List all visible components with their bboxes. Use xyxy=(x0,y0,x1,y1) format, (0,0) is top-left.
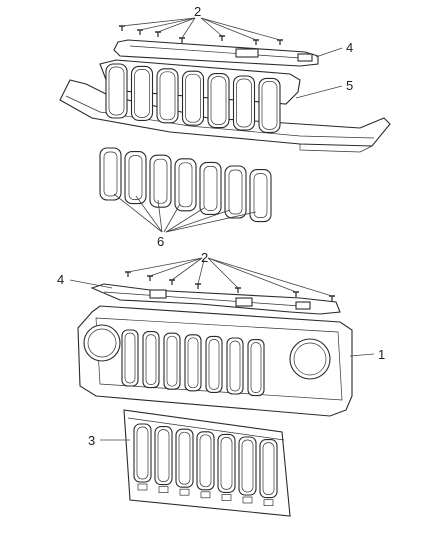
callout-bottom-insert: 3 xyxy=(88,433,95,448)
bezel-ring-4 xyxy=(199,161,222,215)
insert-tab-1 xyxy=(158,486,169,493)
bezel-ring-5 xyxy=(224,165,247,219)
insert-slot-2 xyxy=(175,428,194,488)
clip-bottom-1 xyxy=(147,275,153,281)
insert-slot-5 xyxy=(238,436,257,496)
bezel-ring-6 xyxy=(249,169,272,223)
insert-tab-5 xyxy=(242,496,253,504)
bezel-ring-2 xyxy=(149,154,172,208)
insert-slot-3 xyxy=(196,431,215,491)
grille-slot-4 xyxy=(205,335,223,393)
upper-bracket-bottom xyxy=(90,283,341,315)
callout-bottom-clips: 2 xyxy=(201,250,208,265)
grille-slot-1 xyxy=(142,331,160,389)
clip-bottom-3 xyxy=(195,283,201,289)
callout-bottom-grille: 1 xyxy=(378,347,385,362)
slot-bezel-rings xyxy=(99,147,272,223)
fascia-slot-5 xyxy=(232,75,256,131)
bezel-ring-1 xyxy=(124,151,147,205)
clip-top-0 xyxy=(119,25,125,31)
callout-top-bracket: 4 xyxy=(346,40,353,55)
clip-bottom-5 xyxy=(293,291,299,297)
callout-top-fascia: 5 xyxy=(346,78,353,93)
callout-bottom-bracket: 4 xyxy=(57,272,64,287)
grille-slots xyxy=(121,329,265,397)
clip-top-6 xyxy=(277,39,283,45)
clip-top-5 xyxy=(253,39,259,45)
fascia-slot-4 xyxy=(207,73,230,129)
insert-tab-0 xyxy=(137,483,148,491)
insert-slot-1 xyxy=(154,426,173,486)
grille-slot-3 xyxy=(184,334,202,392)
insert-slot-6 xyxy=(259,439,278,499)
insert-mesh-slots xyxy=(133,423,278,506)
grille-slot-0 xyxy=(121,329,139,387)
clip-top-2 xyxy=(155,31,161,37)
clip-bottom-4 xyxy=(235,287,241,293)
clip-top-1 xyxy=(137,29,143,35)
bezel-ring-0 xyxy=(99,147,122,201)
clip-bottom-6 xyxy=(329,295,335,301)
bezel-ring-3 xyxy=(174,158,197,212)
fascia-slot-3 xyxy=(181,70,205,126)
leader-lines xyxy=(69,17,375,441)
clip-top-3 xyxy=(179,37,185,43)
insert-tab-4 xyxy=(221,494,232,501)
fascia-slot-1 xyxy=(130,65,154,121)
clip-bottom-2 xyxy=(169,279,175,285)
fascia-slot-6 xyxy=(258,77,281,133)
callout-top-clips: 2 xyxy=(194,4,201,19)
clip-top-4 xyxy=(219,35,225,41)
fascia-grille-slots xyxy=(105,63,281,133)
grille-slot-2 xyxy=(163,332,181,390)
fascia-slot-0 xyxy=(105,63,128,119)
insert-tab-6 xyxy=(263,499,274,506)
grille-slot-6 xyxy=(247,339,265,397)
callout-top-rings: 6 xyxy=(157,234,164,249)
insert-tab-2 xyxy=(179,488,190,496)
insert-tab-3 xyxy=(200,491,211,499)
fascia-slot-2 xyxy=(156,68,179,124)
grille-slot-5 xyxy=(226,337,244,395)
insert-slot-0 xyxy=(133,423,152,483)
insert-slot-4 xyxy=(217,433,236,493)
upper-bracket-top xyxy=(113,39,319,67)
clip-bottom-0 xyxy=(125,271,131,277)
